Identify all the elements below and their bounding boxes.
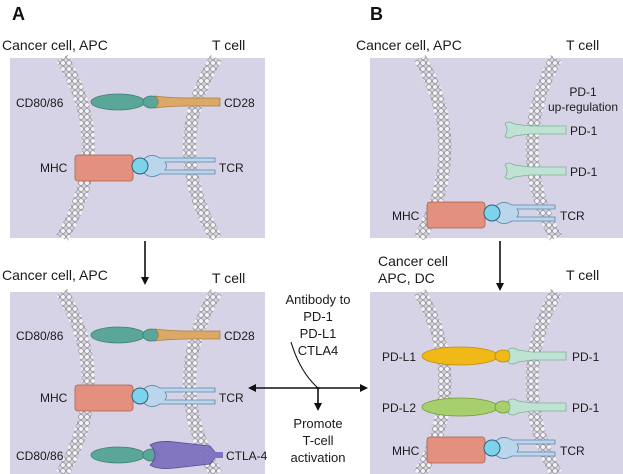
mhc-molecule <box>74 384 134 412</box>
peptide-antigen <box>483 204 501 222</box>
antibody-line-4: CTLA4 <box>298 343 338 358</box>
panel-a-top <box>10 54 265 242</box>
panel-a-bottom <box>10 288 265 474</box>
pd1-receptor <box>507 398 567 416</box>
a-top-cd28-label: CD28 <box>224 96 255 110</box>
b-bottom-pdl2-label: PD-L2 <box>382 401 416 415</box>
a-bottom-right-title: T cell <box>212 270 245 286</box>
cd28-receptor <box>153 95 221 109</box>
pd1-receptor <box>507 347 567 365</box>
panel-letter-b: B <box>370 4 383 24</box>
cd80-86-molecule <box>90 446 146 464</box>
a-bottom-mhc-label: MHC <box>40 391 68 405</box>
ctla4-receptor <box>149 441 216 469</box>
t-cell-membrane <box>183 54 222 242</box>
b-bottom-pd1-label-2: PD-1 <box>572 401 600 415</box>
b-bottom-pdl1-label: PD-L1 <box>382 350 416 364</box>
b-top-pd1-label-2: PD-1 <box>570 165 598 179</box>
promote-line-2: T-cell <box>302 433 333 448</box>
antibody-line-2: PD-1 <box>303 309 333 324</box>
b-top-left-title: Cancer cell, APC <box>356 37 462 53</box>
mhc-molecule <box>74 154 134 182</box>
peptide-antigen <box>483 439 501 457</box>
a-bottom-ctla4-label: CTLA-4 <box>226 449 268 463</box>
cd28-receptor <box>153 328 221 342</box>
panel-a-bottom-background <box>10 292 265 474</box>
b-bottom-left-title-line2: APC, DC <box>378 270 435 286</box>
cd80-86-molecule <box>90 93 146 111</box>
promote-line-1: Promote <box>293 416 342 431</box>
t-cell-membrane <box>525 54 562 242</box>
a-bottom-cd28-label: CD28 <box>224 329 255 343</box>
b-bottom-mhc-label: MHC <box>392 444 420 458</box>
a-top-cd80-label: CD80/86 <box>16 96 64 110</box>
a-top-mhc-label: MHC <box>40 161 68 175</box>
a-top-tcr-label: TCR <box>219 161 244 175</box>
panel-b-bottom <box>370 288 623 474</box>
a-bottom-cd80-label: CD80/86 <box>16 329 64 343</box>
b-top-right-title: T cell <box>566 37 599 53</box>
b-bottom-tcr-label: TCR <box>560 444 585 458</box>
tcr-receptor <box>484 202 556 224</box>
b-top-pd1-label-1: PD-1 <box>570 124 598 138</box>
peptide-antigen <box>131 157 149 175</box>
mhc-molecule <box>426 201 486 229</box>
pd1-receptor <box>504 121 567 139</box>
cancer-cell-membrane <box>56 288 95 474</box>
pd-l1-ligand <box>421 346 499 366</box>
mhc-molecule <box>426 436 486 464</box>
a-bottom-left-title: Cancer cell, APC <box>2 267 108 283</box>
b-bottom-right-title: T cell <box>566 267 599 283</box>
b-top-note-line1: PD-1 <box>569 85 597 99</box>
a-top-left-title: Cancer cell, APC <box>2 37 108 53</box>
ctla4-stalk <box>213 452 223 458</box>
cancer-cell-membrane <box>56 54 95 242</box>
b-top-tcr-label: TCR <box>560 209 585 223</box>
tcr-receptor <box>132 155 216 177</box>
panel-letter-a: A <box>12 4 25 24</box>
pd-l2-ligand <box>421 397 499 417</box>
a-bottom-tcr-label: TCR <box>219 391 244 405</box>
a-top-right-title: T cell <box>212 37 245 53</box>
antibody-pointer-line <box>290 341 319 389</box>
antibody-line-1: Antibody to <box>285 292 350 307</box>
panel-b-top <box>370 54 623 242</box>
antibody-line-3: PD-L1 <box>300 326 337 341</box>
panel-a-top-background <box>10 58 265 238</box>
tcr-receptor <box>132 385 216 407</box>
a-bottom-cd80-label-2: CD80/86 <box>16 449 64 463</box>
b-top-mhc-label: MHC <box>392 209 420 223</box>
cd80-86-molecule <box>90 326 146 344</box>
pd1-receptor <box>504 162 567 180</box>
tcr-receptor <box>484 437 556 459</box>
peptide-antigen <box>131 387 149 405</box>
b-bottom-pd1-label-1: PD-1 <box>572 350 600 364</box>
b-bottom-left-title-line1: Cancer cell <box>378 253 448 269</box>
b-top-note-line2: up-regulation <box>548 100 618 114</box>
promote-line-3: activation <box>291 450 346 465</box>
